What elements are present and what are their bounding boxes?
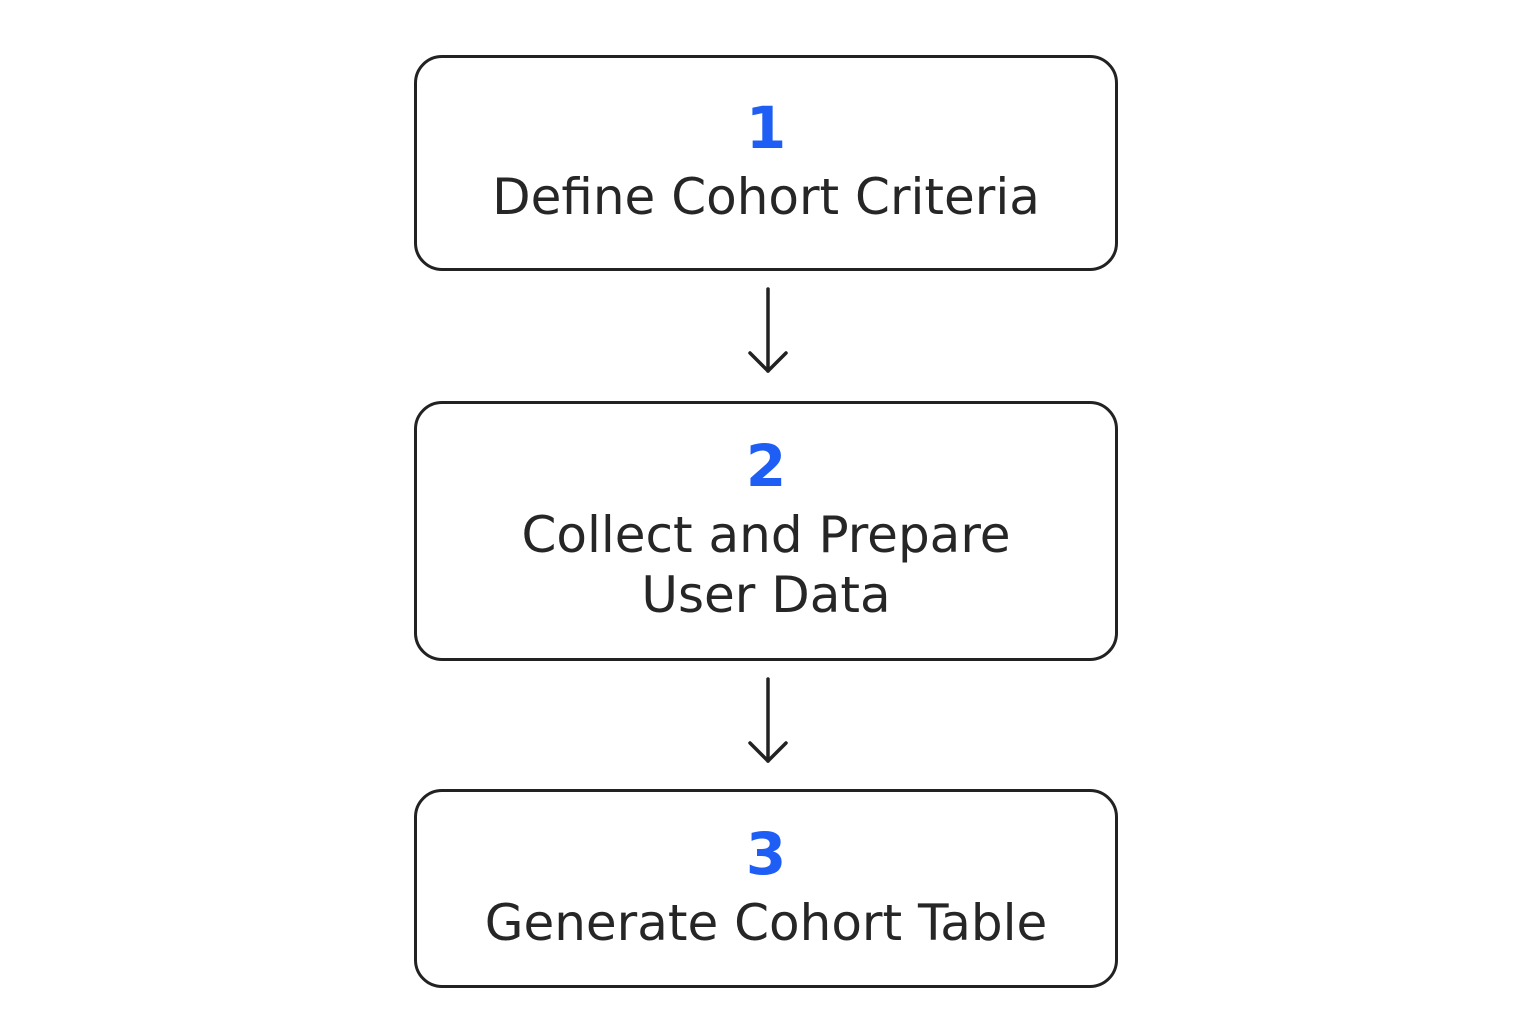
step-box-define-cohort-criteria: 1 Define Cohort Criteria xyxy=(414,55,1118,271)
step-number: 3 xyxy=(745,819,787,888)
step-label: Generate Cohort Table xyxy=(484,893,1048,952)
step-number: 2 xyxy=(745,432,787,500)
step-number: 1 xyxy=(745,94,787,162)
step-box-generate-cohort-table: 3 Generate Cohort Table xyxy=(414,789,1118,988)
step-label: Collect and Prepare User Data xyxy=(521,506,1011,624)
arrow-down-icon xyxy=(748,677,788,763)
step-box-collect-and-prepare-user-data: 2 Collect and Prepare User Data xyxy=(414,401,1118,661)
step-label: Define Cohort Criteria xyxy=(492,168,1040,226)
arrow-down-icon xyxy=(748,287,788,373)
